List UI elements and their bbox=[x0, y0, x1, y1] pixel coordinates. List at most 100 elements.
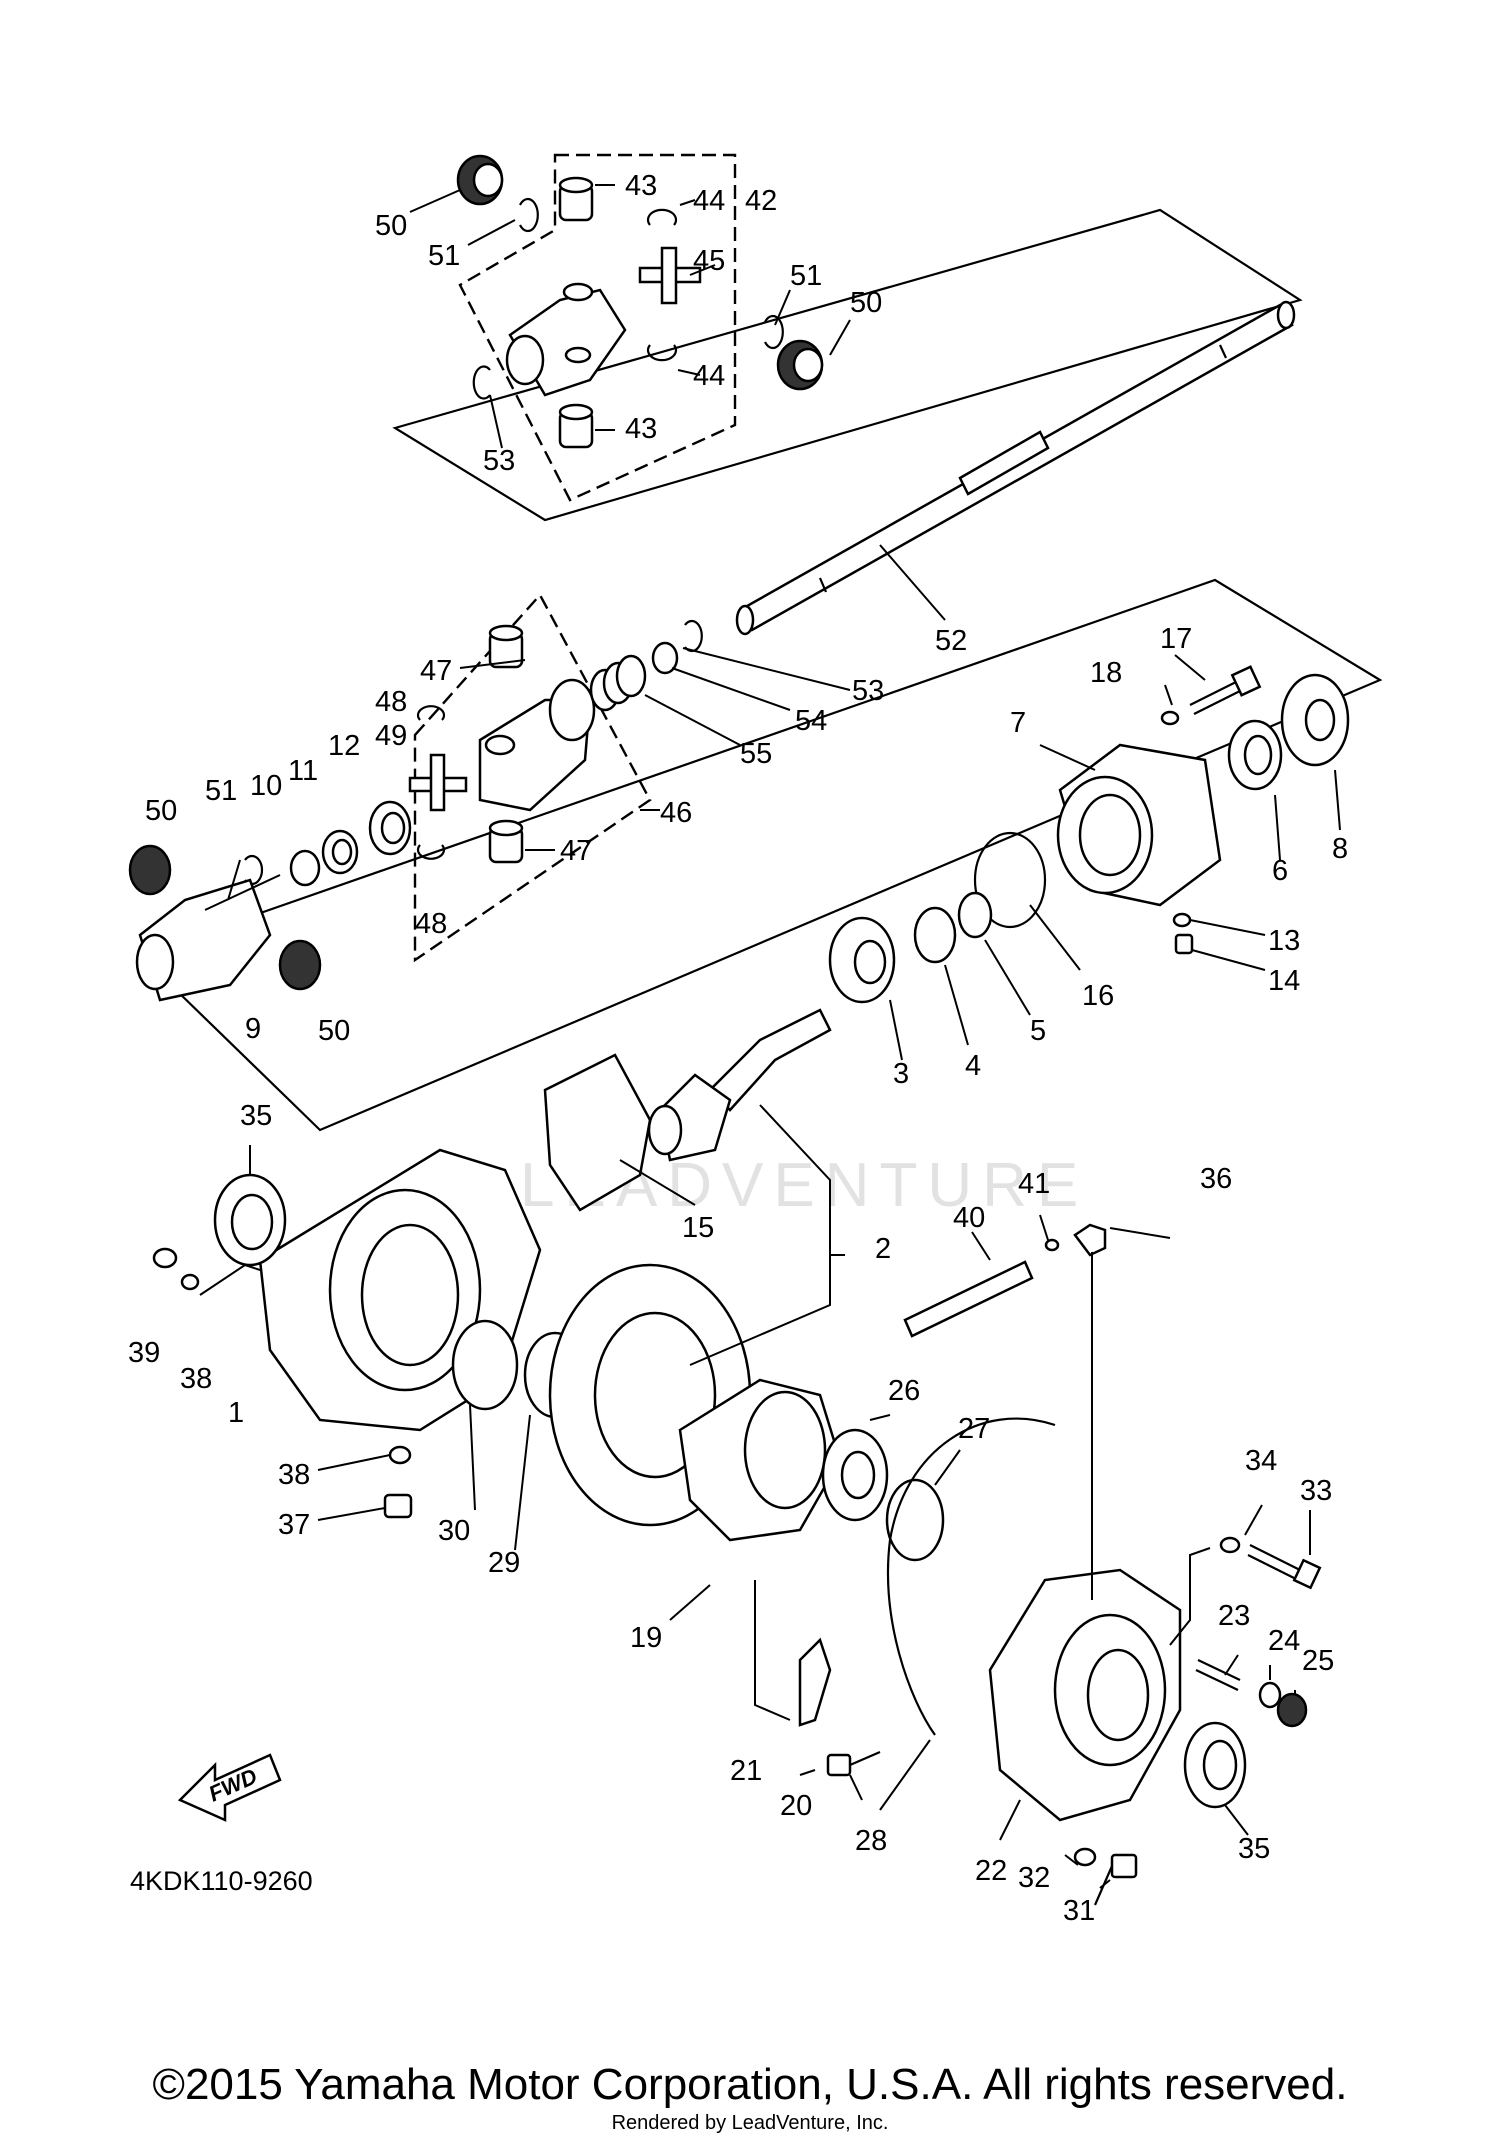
stopper-and-bolt bbox=[798, 1637, 881, 1777]
alignment-line-stopper bbox=[754, 1580, 791, 1721]
cover-fasteners bbox=[1073, 1536, 1322, 1906]
part-label-23: 23 bbox=[1218, 1600, 1250, 1632]
bolt-17 bbox=[1160, 665, 1262, 726]
part-label-36: 36 bbox=[1200, 1163, 1232, 1195]
part-label-3: 3 bbox=[893, 1058, 909, 1090]
part-label-42: 42 bbox=[745, 185, 777, 217]
part-label-50: 50 bbox=[145, 795, 177, 827]
part-label-10: 10 bbox=[250, 770, 282, 802]
front-oil-seal-and-collar bbox=[289, 800, 412, 887]
part-label-2: 2 bbox=[875, 1233, 891, 1265]
part-label-1: 1 bbox=[228, 1397, 244, 1429]
part-label-54: 54 bbox=[795, 705, 827, 737]
lower-yoke bbox=[478, 678, 596, 812]
lower-universal-joint-frame bbox=[413, 592, 652, 963]
forward-direction-arrow: FWD bbox=[177, 1753, 282, 1822]
shaft-assembly-frame bbox=[392, 208, 1303, 522]
part-label-51: 51 bbox=[428, 240, 460, 272]
alignment-line-pinion bbox=[689, 1104, 831, 1366]
part-label-28: 28 bbox=[855, 1825, 887, 1857]
part-label-8: 8 bbox=[1332, 833, 1348, 865]
alignment-line-case bbox=[199, 1263, 261, 1296]
front-yoke bbox=[128, 844, 322, 1002]
part-label-24: 24 bbox=[1268, 1625, 1300, 1657]
part-label-14: 14 bbox=[1268, 965, 1300, 997]
part-label-21: 21 bbox=[730, 1755, 762, 1787]
part-label-53: 53 bbox=[483, 445, 515, 477]
part-label-35: 35 bbox=[1238, 1833, 1270, 1865]
part-label-31: 31 bbox=[1063, 1895, 1095, 1927]
part-label-50: 50 bbox=[318, 1015, 350, 1047]
part-label-6: 6 bbox=[1272, 855, 1288, 887]
upper-circlips bbox=[472, 197, 784, 400]
part-label-38: 38 bbox=[278, 1459, 310, 1491]
part-label-27: 27 bbox=[958, 1413, 990, 1445]
part-label-7: 7 bbox=[1010, 707, 1026, 739]
drain-bolt-14 bbox=[1172, 912, 1194, 955]
part-label-15: 15 bbox=[682, 1212, 714, 1244]
part-label-44: 44 bbox=[693, 185, 725, 217]
case-fasteners bbox=[152, 1247, 413, 1519]
part-label-47: 47 bbox=[560, 835, 592, 867]
part-label-39: 39 bbox=[128, 1337, 160, 1369]
bearing-housing bbox=[1056, 743, 1222, 907]
part-label-12: 12 bbox=[328, 730, 360, 762]
part-label-55: 55 bbox=[740, 738, 772, 770]
part-label-35: 35 bbox=[240, 1100, 272, 1132]
breather-assembly bbox=[903, 1223, 1107, 1600]
part-label-51: 51 bbox=[790, 260, 822, 292]
spring-and-washer bbox=[589, 641, 679, 712]
part-label-5: 5 bbox=[1030, 1015, 1046, 1047]
part-label-46: 46 bbox=[660, 797, 692, 829]
part-label-38: 38 bbox=[180, 1363, 212, 1395]
part-label-50: 50 bbox=[850, 287, 882, 319]
part-label-37: 37 bbox=[278, 1509, 310, 1541]
part-label-4: 4 bbox=[965, 1050, 981, 1082]
part-label-50: 50 bbox=[375, 210, 407, 242]
part-label-17: 17 bbox=[1160, 623, 1192, 655]
part-label-45: 45 bbox=[693, 245, 725, 277]
part-label-25: 25 bbox=[1302, 1645, 1334, 1677]
pinion-gear bbox=[647, 1008, 832, 1162]
part-label-49: 49 bbox=[375, 720, 407, 752]
part-label-13: 13 bbox=[1268, 925, 1300, 957]
part-label-26: 26 bbox=[888, 1375, 920, 1407]
part-number-labels: 50 51 43 44 42 45 51 50 44 43 53 52 53 5… bbox=[128, 170, 1348, 1927]
part-label-22: 22 bbox=[975, 1855, 1007, 1887]
alignment-line-cover bbox=[1169, 1547, 1211, 1646]
lower-bearing-caps bbox=[488, 624, 524, 864]
part-label-32: 32 bbox=[1018, 1862, 1050, 1894]
part-label-43: 43 bbox=[625, 170, 657, 202]
gasket bbox=[543, 1053, 652, 1212]
part-label-9: 9 bbox=[245, 1013, 261, 1045]
upper-bearing-caps bbox=[558, 176, 594, 449]
o-ring-28 bbox=[886, 1417, 1056, 1736]
part-label-33: 33 bbox=[1300, 1475, 1332, 1507]
bearings-and-seal-right bbox=[828, 673, 1350, 1004]
rendered-by-notice: Rendered by LeadVenture, Inc. bbox=[611, 2112, 889, 2134]
part-label-51: 51 bbox=[205, 775, 237, 807]
diagram-code: 4KDK110-9260 bbox=[130, 1866, 313, 1896]
lower-spider bbox=[408, 753, 468, 812]
part-label-43: 43 bbox=[625, 413, 657, 445]
part-label-30: 30 bbox=[438, 1515, 470, 1547]
part-label-41: 41 bbox=[1018, 1168, 1050, 1200]
part-label-16: 16 bbox=[1082, 980, 1114, 1012]
upper-oil-seals bbox=[456, 154, 824, 391]
part-label-48: 48 bbox=[375, 686, 407, 718]
part-label-44: 44 bbox=[693, 360, 725, 392]
differential-case bbox=[678, 1378, 945, 1562]
part-label-19: 19 bbox=[630, 1622, 662, 1654]
part-label-20: 20 bbox=[780, 1790, 812, 1822]
drive-shaft bbox=[735, 300, 1296, 636]
part-label-53: 53 bbox=[852, 675, 884, 707]
part-label-11: 11 bbox=[288, 755, 318, 787]
upper-yoke bbox=[505, 282, 627, 397]
part-label-48: 48 bbox=[415, 908, 447, 940]
upper-universal-joint-frame bbox=[458, 153, 737, 502]
gear-case-cover bbox=[988, 1568, 1247, 1822]
upper-spider bbox=[638, 246, 702, 305]
part-label-40: 40 bbox=[953, 1202, 985, 1234]
